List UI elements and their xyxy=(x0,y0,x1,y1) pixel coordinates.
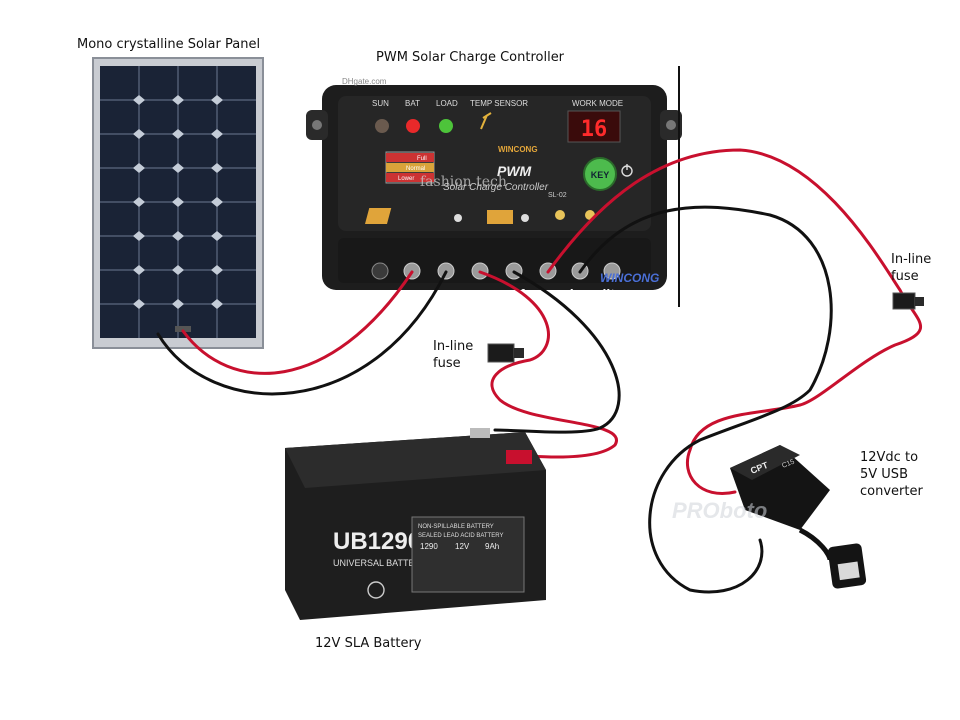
level-label-normal: Normal xyxy=(406,166,425,172)
web-watermark: DHgate.com xyxy=(342,77,387,86)
battery-model: UB1290 xyxy=(333,528,421,555)
battery-spec-header: NON-SPILLABLE BATTERY xyxy=(418,524,494,530)
temp-sensor-icon xyxy=(480,112,492,130)
level-label-full: Full xyxy=(417,156,427,162)
brand-label: WINCONG xyxy=(498,145,538,154)
fuse-label-line-2: fuse xyxy=(891,269,919,284)
battery-positive-terminal xyxy=(506,450,532,464)
solar-symbol-icon xyxy=(364,208,392,224)
fuse-label-line-1: In-line xyxy=(891,252,932,267)
battery-fuse-label: In-line fuse xyxy=(433,338,473,372)
converter-label: 12Vdc to 5V USB converter xyxy=(860,449,923,500)
key-button[interactable] xyxy=(583,157,617,191)
converter-label-line-2: 5V USB xyxy=(860,467,908,482)
model-code: SL-02 xyxy=(548,192,567,199)
indicator-label-sun: SUN xyxy=(372,99,389,108)
converter-label-line-1: 12Vdc to xyxy=(860,450,919,465)
battery-level-icon: Full Normal Lower xyxy=(385,151,435,184)
indicator-label-bat: BAT xyxy=(405,99,420,108)
fuse-label-line-2: fuse xyxy=(433,356,461,371)
converter-model: C15 xyxy=(781,459,796,470)
bulb-icon xyxy=(555,210,565,220)
battery-spec-2: 12V xyxy=(455,542,470,551)
usb-converter: CPT C15 PROboto xyxy=(672,445,867,589)
proboto-watermark: PROboto xyxy=(672,498,767,523)
battery-negative-wire xyxy=(493,270,621,434)
battery-spec-1: 1290 xyxy=(420,542,438,551)
brand-bottom: WINCONG xyxy=(600,271,659,285)
level-label-lower: Lower xyxy=(398,176,414,182)
load-led xyxy=(439,119,453,133)
led-display xyxy=(567,110,621,143)
battery-spec-3: 9Ah xyxy=(485,542,499,551)
tagline: fast and quality xyxy=(520,286,623,302)
charge-controller: DHgate.com SUN BAT LOAD TEMP SENSOR Full… xyxy=(306,77,682,302)
fuse-label-line-1: In-line xyxy=(433,339,474,354)
battery-label: 12V SLA Battery xyxy=(315,636,422,651)
wiring xyxy=(156,148,922,594)
solar-panel-label: Mono crystalline Solar Panel xyxy=(77,37,261,52)
model-title: PWM xyxy=(497,163,532,179)
usb-fuse-label: In-line fuse xyxy=(891,251,931,285)
indicator-label-temp: TEMP SENSOR xyxy=(470,99,528,108)
battery-brand: UNIVERSAL BATTERY xyxy=(333,558,427,568)
panel-negative-wire xyxy=(156,270,448,396)
display-readout: 16 xyxy=(581,117,608,142)
product-subtitle: Solar Charge Controller xyxy=(443,182,549,193)
converter-label-line-3: converter xyxy=(860,484,923,499)
battery-symbol-icon xyxy=(487,210,513,224)
usb-positive-wire xyxy=(546,148,922,495)
panel-positive-wire xyxy=(181,270,414,375)
fashion-watermark: fashion tech xyxy=(420,174,507,190)
sun-led xyxy=(375,119,389,133)
indicator-label-load: LOAD xyxy=(436,99,458,108)
sla-battery: UB1290 UNIVERSAL BATTERY NON-SPILLABLE B… xyxy=(285,428,546,620)
controller-label: PWM Solar Charge Controller xyxy=(376,50,565,65)
battery-led xyxy=(406,119,420,133)
inline-fuse-usb xyxy=(892,292,924,310)
work-mode-label: WORK MODE xyxy=(572,99,623,108)
battery-positive-wire xyxy=(478,270,619,459)
usb-port xyxy=(837,561,860,581)
key-button-label: KEY xyxy=(591,170,610,180)
recycle-icon xyxy=(367,581,385,599)
battery-spec-line: SEALED LEAD ACID BATTERY xyxy=(418,533,503,539)
usb-negative-wire xyxy=(578,205,833,594)
solar-panel xyxy=(92,57,264,349)
inline-fuse-battery xyxy=(487,343,524,363)
